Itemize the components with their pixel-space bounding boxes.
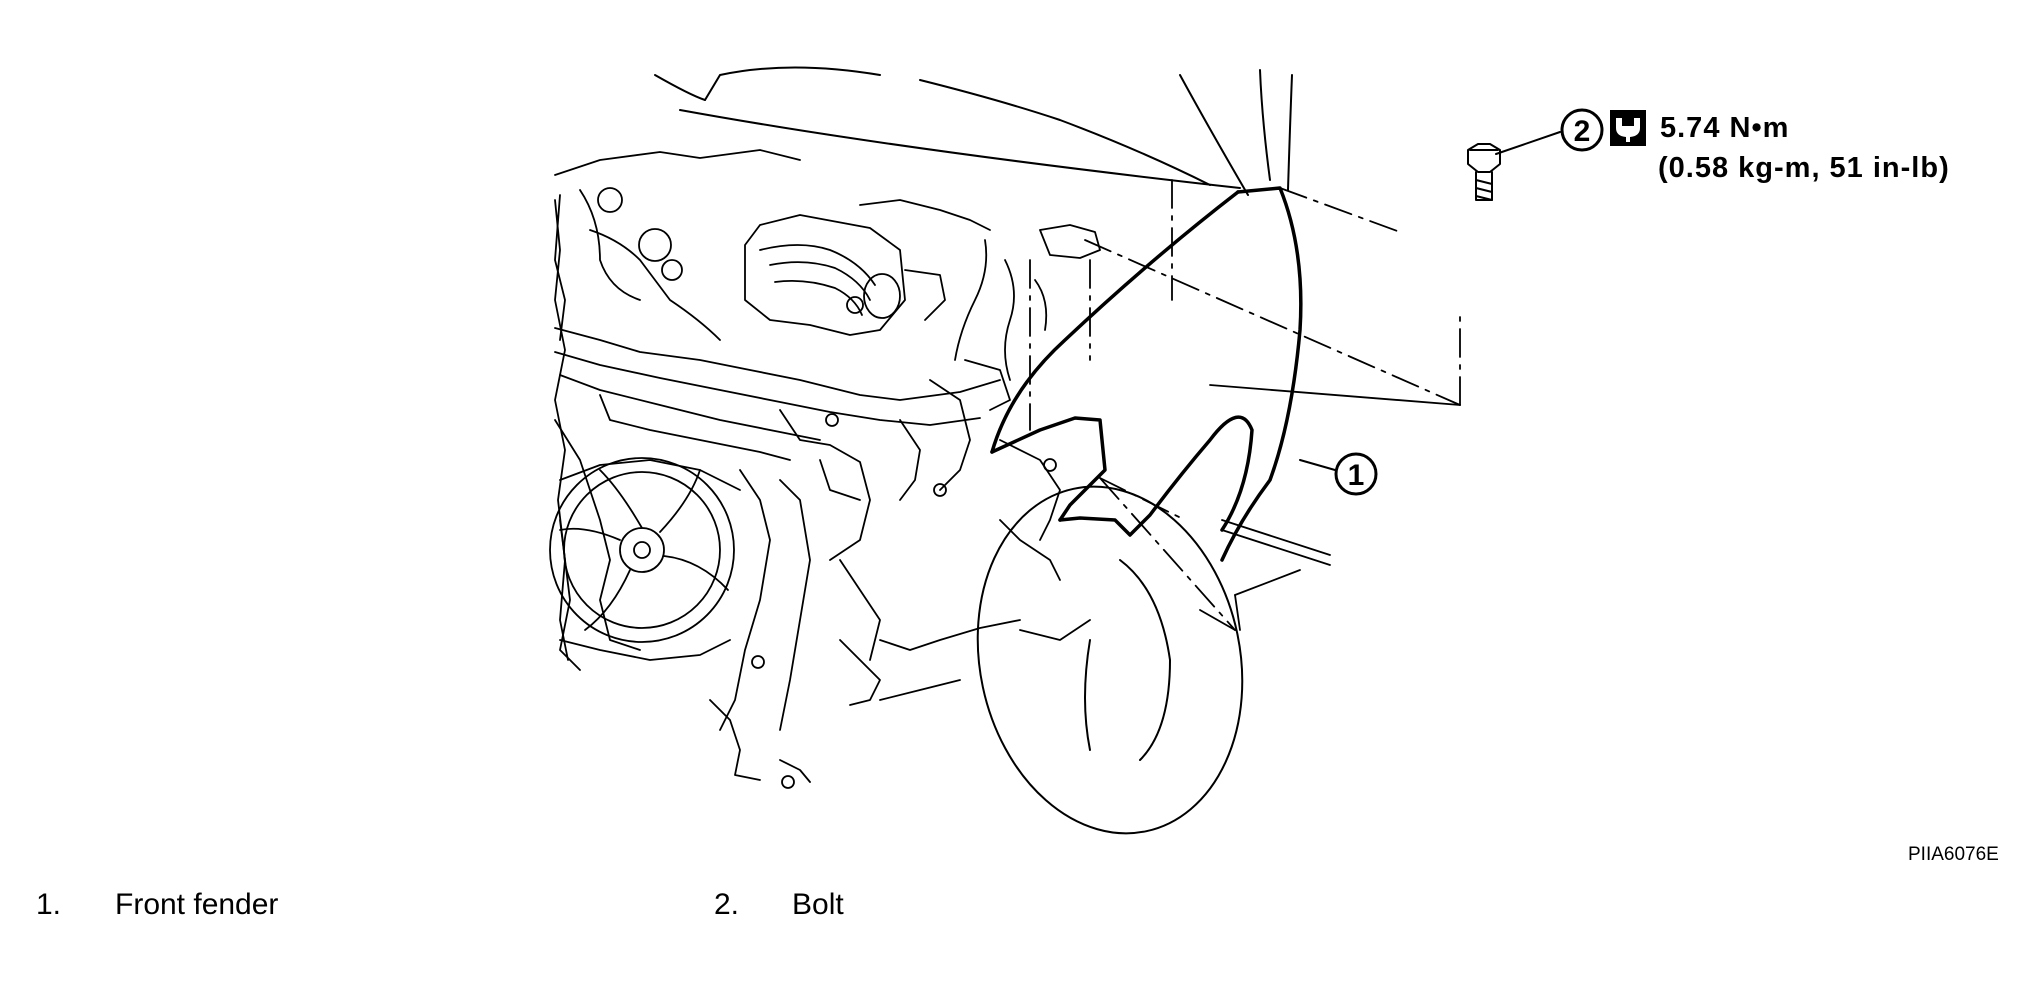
legend-item-1-label: Front fender [115,888,279,921]
svg-text:2: 2 [1574,115,1591,148]
torque-alternate-units: (0.58 kg-m, 51 in-lb) [1658,152,1950,184]
callout-2: 2 [1495,108,1604,155]
front-fender-removal-diagram: 1 2 [549,66,1646,835]
legend-item-2-label: Bolt [792,888,844,921]
torque-value: 5.74 N•m [1660,112,1790,144]
front-fender [990,186,1303,562]
callout-1: 1 [1299,452,1378,496]
svg-text:1: 1 [1348,459,1365,492]
legend-item-1-number: 1. [36,888,62,921]
bolt-drawing [1467,143,1501,201]
figure-code: PIIA6076E [1908,844,1999,865]
tire [976,485,1244,835]
hood-outline [654,66,1293,196]
legend-item-2-number: 2. [714,888,740,921]
body-lines [1199,384,1461,631]
torque-wrench-icon [1610,110,1646,146]
leader-lines [1029,179,1461,631]
engine-bay [549,149,1101,789]
